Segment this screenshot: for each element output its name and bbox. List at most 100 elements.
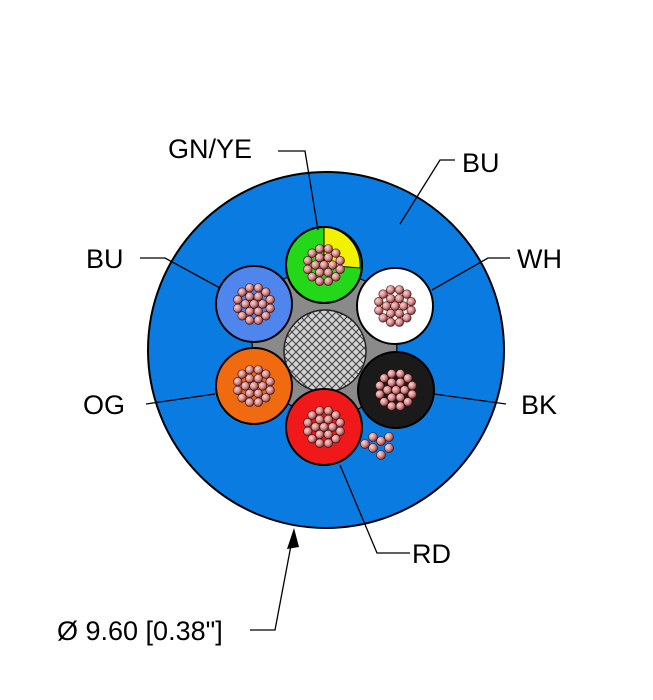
copper-strand — [402, 289, 412, 299]
copper-strand — [323, 276, 333, 286]
drain-strand — [368, 443, 378, 453]
copper-strand — [328, 422, 338, 432]
label-bu-top: BU — [462, 148, 500, 178]
copper-strand — [253, 388, 263, 399]
copper-strand — [323, 406, 333, 416]
copper-strand — [315, 414, 325, 425]
copper-strand — [233, 377, 243, 387]
leader-diameter — [250, 539, 293, 631]
copper-strand — [386, 308, 396, 319]
copper-strand — [403, 373, 413, 383]
copper-strand — [323, 438, 333, 448]
label-diameter: Ø 9.60 [0.38"] — [57, 616, 223, 646]
copper-strand — [265, 295, 275, 305]
copper-strand — [323, 244, 333, 254]
copper-strand — [258, 381, 268, 391]
copper-strand — [237, 393, 247, 403]
drain-strand — [368, 432, 378, 442]
copper-strand — [261, 369, 271, 379]
copper-strand — [335, 426, 345, 436]
copper-strand — [315, 252, 325, 263]
copper-strand — [390, 301, 400, 311]
copper-strand — [331, 272, 341, 282]
copper-strand — [240, 381, 250, 391]
copper-strand — [265, 385, 275, 395]
copper-strand — [253, 397, 263, 407]
copper-strand — [395, 369, 405, 379]
label-rd: RD — [412, 539, 451, 569]
copper-strand — [375, 389, 385, 399]
copper-strand — [382, 385, 393, 395]
drain-strand — [376, 436, 386, 446]
copper-strand — [391, 385, 401, 395]
copper-strand — [258, 299, 268, 309]
copper-strand — [245, 397, 255, 407]
copper-strand — [379, 373, 389, 383]
copper-strand — [402, 313, 412, 323]
copper-strand — [387, 401, 397, 411]
copper-strand — [253, 365, 263, 375]
copper-strand — [233, 295, 243, 305]
copper-strand — [303, 264, 313, 274]
copper-strand — [328, 260, 338, 270]
leader-rd — [339, 464, 410, 554]
copper-strand — [315, 406, 325, 416]
copper-strand — [375, 381, 385, 391]
copper-strand — [307, 272, 317, 282]
copper-strand — [253, 291, 263, 302]
copper-strand — [240, 299, 250, 309]
leader-bk — [433, 393, 507, 405]
copper-strand — [237, 311, 247, 321]
copper-strand — [249, 381, 259, 391]
copper-strand — [303, 418, 313, 428]
diameter-arrowhead — [287, 528, 299, 549]
copper-strand — [378, 313, 388, 323]
leader-wh — [431, 257, 510, 291]
copper-strand — [331, 248, 341, 258]
copper-strand — [399, 301, 409, 311]
copper-strand — [261, 311, 271, 321]
copper-strand — [374, 305, 384, 315]
label-gnye: GN/YE — [168, 134, 252, 164]
copper-strand — [245, 365, 255, 375]
copper-strands — [233, 244, 417, 448]
copper-strand — [394, 285, 404, 295]
drain-strand — [360, 439, 370, 449]
copper-strand — [403, 397, 413, 407]
copper-strand — [265, 377, 275, 387]
copper-strand — [315, 267, 325, 278]
copper-strand — [394, 308, 404, 319]
copper-strand — [386, 293, 396, 304]
copper-strand — [323, 429, 333, 440]
copper-strand — [253, 306, 263, 317]
leader-bu-top — [399, 159, 455, 225]
copper-strand — [323, 414, 333, 425]
copper-strand — [307, 248, 317, 258]
copper-strand — [237, 287, 247, 297]
copper-strand — [261, 393, 271, 403]
copper-strand — [245, 291, 255, 302]
copper-strand — [374, 297, 384, 307]
center-shield — [283, 309, 367, 393]
copper-strand — [335, 256, 345, 266]
copper-strand — [387, 392, 397, 403]
copper-strand — [386, 285, 396, 295]
copper-strand — [319, 260, 329, 270]
copper-strand — [303, 256, 313, 266]
copper-strand — [249, 299, 259, 309]
copper-strand — [315, 429, 325, 440]
copper-strand — [406, 297, 416, 307]
copper-strand — [394, 317, 404, 327]
copper-strand — [315, 276, 325, 286]
copper-strand — [407, 389, 417, 399]
label-og: OG — [83, 390, 125, 420]
copper-strand — [386, 317, 396, 327]
copper-strand — [315, 244, 325, 254]
copper-strand — [395, 401, 405, 411]
copper-strand — [407, 381, 417, 391]
copper-strand — [335, 264, 345, 274]
drain-strand — [384, 443, 394, 453]
copper-strand — [378, 289, 388, 299]
leader-bu-left — [140, 257, 221, 289]
